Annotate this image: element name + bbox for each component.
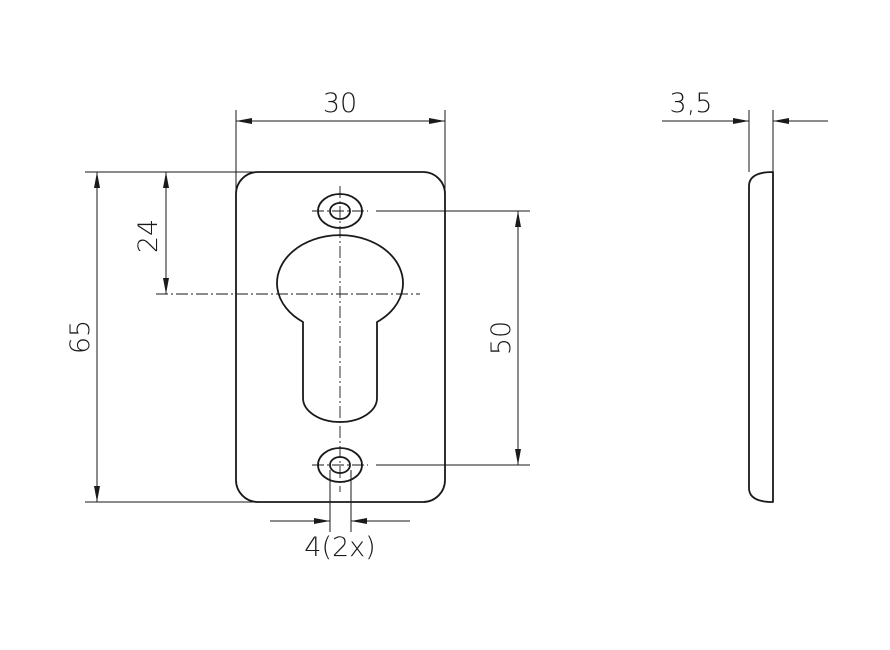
height-dimension: 65 [65,171,260,503]
hole-spacing-dimension: 50 [376,210,530,466]
thickness-dimension: 3,5 [662,88,828,172]
thickness-label: 3,5 [670,88,713,119]
upper-offset-dimension: 24 [133,172,169,294]
side-view [748,171,774,503]
front-view [156,171,446,503]
height-label: 65 [65,320,96,354]
width-dimension: 30 [235,88,446,190]
hole-diameter-dimension: 4(2x) [270,470,410,563]
cylinder-cutout [276,234,404,423]
hole-spacing-label: 50 [486,321,517,355]
upper-offset-label: 24 [133,219,164,253]
hole-diameter-label: 4(2x) [304,532,375,563]
side-profile [748,171,774,503]
width-label: 30 [323,88,357,119]
plate-outline [235,171,446,503]
